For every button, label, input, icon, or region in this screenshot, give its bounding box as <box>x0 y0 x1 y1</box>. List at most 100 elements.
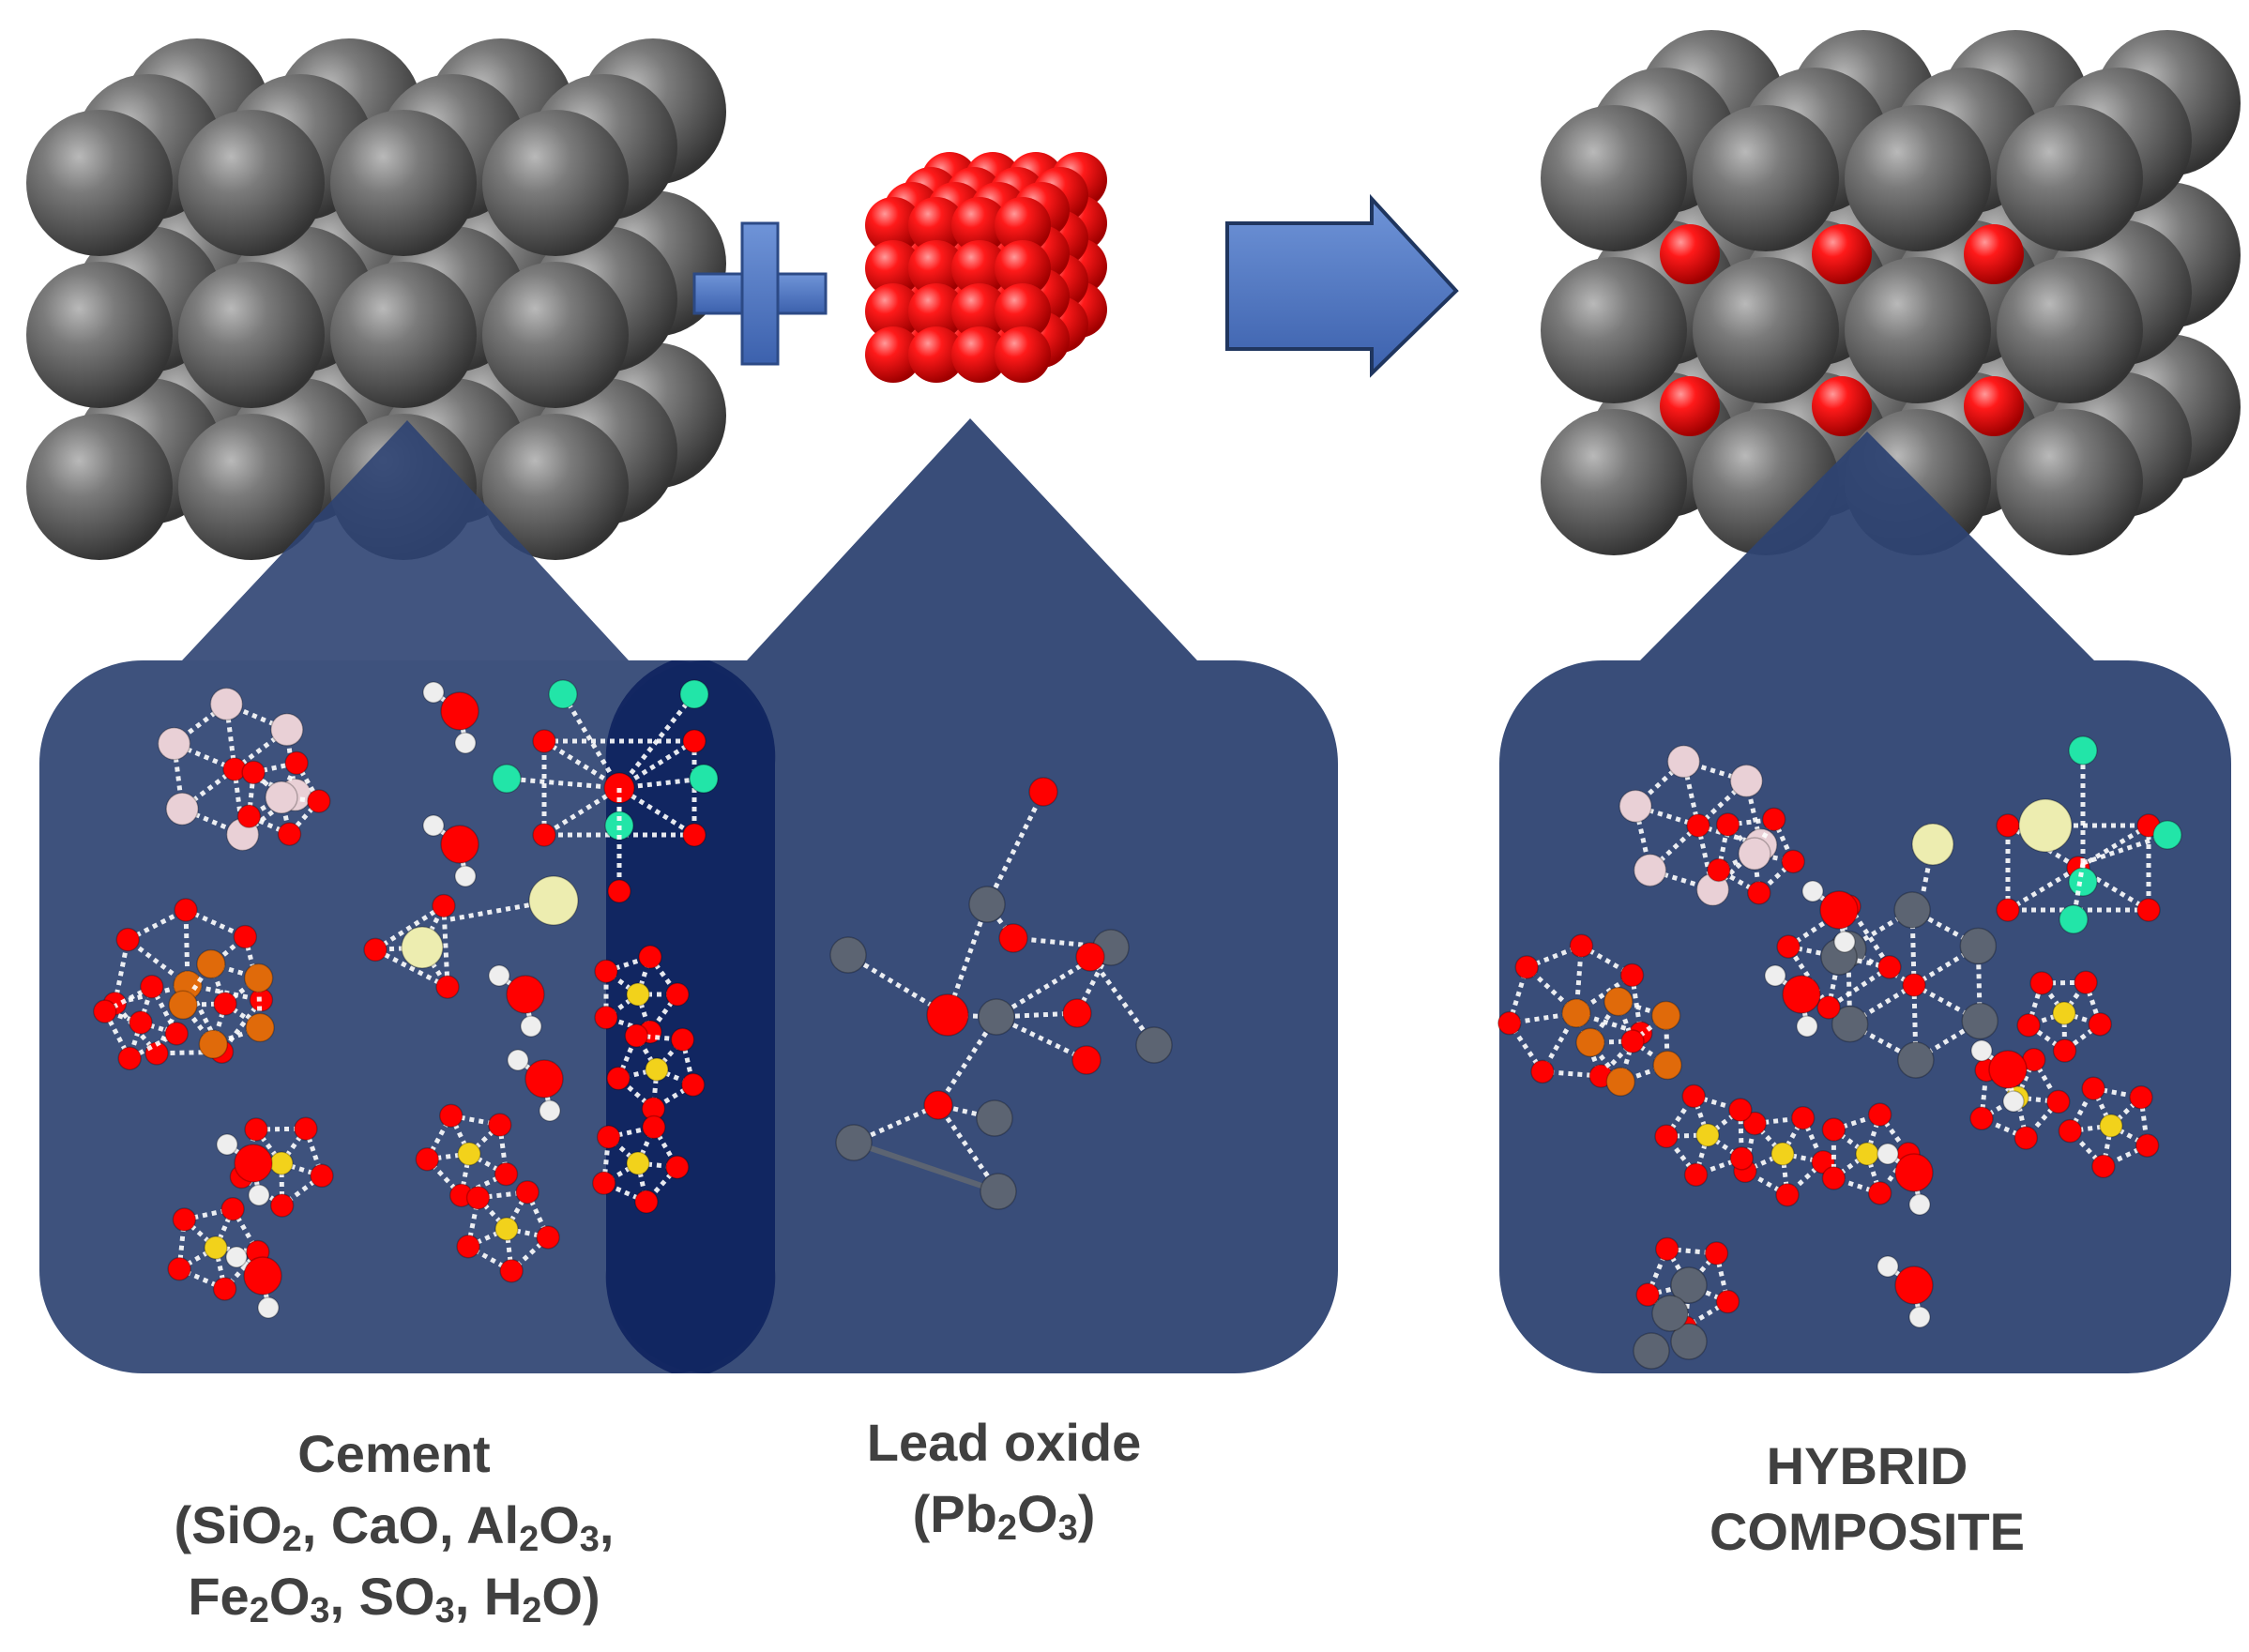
atom <box>1666 744 1701 779</box>
bond <box>287 799 321 836</box>
bond <box>1694 1134 1710 1175</box>
atom <box>1715 812 1740 837</box>
atom <box>2016 1013 2041 1038</box>
atom <box>1650 1000 1681 1031</box>
lead-oxide-sphere <box>995 283 1051 340</box>
hybrid-sphere-block <box>1541 30 2241 555</box>
bond <box>210 1003 228 1045</box>
atom <box>536 1225 560 1250</box>
bond <box>504 1228 514 1271</box>
atom <box>1670 1266 1708 1304</box>
atom <box>2136 898 2161 922</box>
plus-icon <box>692 221 828 366</box>
atom <box>168 990 198 1021</box>
atom <box>1633 1332 1670 1370</box>
atom <box>1970 1039 1993 1062</box>
atom <box>1894 1266 1934 1305</box>
atom <box>487 1113 512 1137</box>
atom <box>454 732 477 754</box>
lead-oxide-panel <box>606 418 1338 1373</box>
lead-oxide-sphere <box>951 326 1008 383</box>
atom <box>1742 1111 1768 1136</box>
lead-oxide-sphere <box>1812 376 1872 436</box>
bond <box>2027 1023 2067 1053</box>
atom <box>198 1029 229 1059</box>
atom <box>1575 1027 1605 1058</box>
bond <box>1831 1128 1869 1157</box>
atom <box>1561 998 1591 1028</box>
hybrid-panel <box>1499 432 2231 1373</box>
bond <box>2063 1022 2102 1053</box>
atom <box>1729 1146 1755 1171</box>
bond <box>182 1001 226 1008</box>
bond <box>467 1151 508 1176</box>
right-arrow-icon <box>1225 193 1459 378</box>
bond <box>1782 1151 1824 1165</box>
bond <box>2083 981 2103 1025</box>
bond <box>2109 1095 2143 1128</box>
atom <box>1651 1295 1689 1332</box>
bond <box>1848 982 1916 1026</box>
atom <box>236 804 262 828</box>
atom <box>1908 1306 1931 1328</box>
atom <box>422 814 445 837</box>
atom <box>216 1133 238 1156</box>
atom <box>1028 777 1058 807</box>
bond <box>1912 982 1982 1023</box>
bond <box>1912 944 1980 988</box>
bond <box>1831 1151 1869 1180</box>
bond <box>1647 1282 1690 1297</box>
bond <box>2090 1087 2114 1128</box>
atom <box>1801 880 1824 902</box>
atom <box>1821 1166 1846 1190</box>
atom <box>2129 1085 2153 1110</box>
atom <box>926 993 969 1037</box>
atom <box>645 1057 669 1082</box>
atom <box>1782 975 1821 1014</box>
bond <box>1631 1013 1668 1043</box>
atom <box>284 750 309 776</box>
bond <box>1753 1121 1785 1156</box>
atom <box>245 1012 275 1043</box>
atom <box>165 792 199 826</box>
atom <box>1618 789 1652 824</box>
atom <box>1877 1255 1899 1278</box>
sphere <box>1541 409 1687 555</box>
atom <box>532 823 556 847</box>
atom <box>1620 1029 1645 1053</box>
atom <box>976 1099 1013 1137</box>
atom <box>528 875 579 926</box>
bond <box>2041 979 2087 986</box>
atom <box>606 1066 631 1091</box>
hybrid-caption-line1: HYBRID <box>1766 1436 1968 1495</box>
bond <box>2109 1123 2149 1148</box>
bond <box>248 813 291 837</box>
atom <box>1867 1181 1892 1205</box>
atom <box>1855 1142 1879 1166</box>
atom <box>243 1256 282 1296</box>
atom <box>591 1171 616 1195</box>
bond <box>441 905 450 988</box>
atom <box>164 1022 189 1046</box>
bond <box>1665 1132 1709 1139</box>
atom <box>269 1151 294 1175</box>
lead-oxide-sphere <box>1660 224 1720 284</box>
atom <box>998 923 1028 953</box>
atom <box>432 893 456 918</box>
bond <box>459 1153 472 1196</box>
sphere <box>330 110 477 256</box>
lead-oxide-sphere <box>865 326 921 383</box>
atom <box>157 726 191 761</box>
atom <box>204 1235 228 1260</box>
atom <box>1996 898 2020 922</box>
bond <box>617 692 696 790</box>
atom <box>1790 1105 1816 1130</box>
bond <box>852 1102 940 1145</box>
atom <box>1897 1041 1935 1079</box>
lead-oxide-sphere <box>995 197 1051 253</box>
bond <box>2070 1123 2112 1134</box>
atom <box>1670 1323 1708 1360</box>
atom <box>642 1114 666 1140</box>
atom <box>2099 1114 2123 1138</box>
atom <box>363 937 387 962</box>
